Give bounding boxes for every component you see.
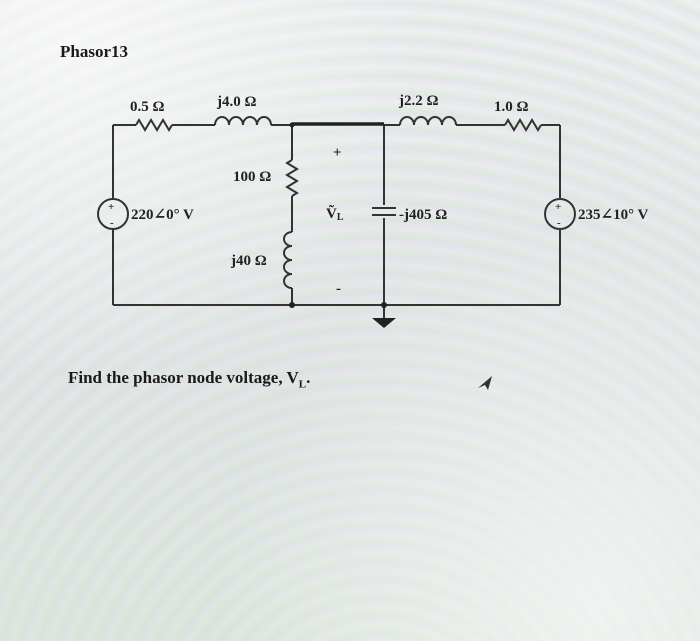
label-j40: j40 Ω (230, 253, 267, 269)
label-source-left: 220∠0° V (131, 207, 194, 223)
inductor-j2-2 (399, 116, 457, 126)
inductor-j40 (283, 231, 293, 289)
label-source-right: 235∠10° V (578, 207, 649, 223)
question-text: Find the phasor node voltage, VL. (68, 368, 310, 390)
page-title: Phasor13 (60, 42, 128, 61)
label-1-0-ohm: 1.0 Ω (494, 99, 529, 115)
resistor-100-ohm (285, 159, 299, 197)
ground-symbol (372, 318, 396, 328)
junction-mid-bottom (289, 302, 295, 308)
label-neg-j405: -j405 Ω (399, 207, 447, 223)
node-voltage-label: ṼL (326, 204, 344, 223)
junction-cap-bottom (381, 302, 387, 308)
node-voltage-sub: L (337, 212, 344, 223)
label-j4: j4.0 Ω (216, 94, 257, 110)
mouse-cursor-icon (478, 376, 492, 390)
source-right-minus: - (557, 217, 561, 229)
resistor-0-5-ohm (135, 118, 173, 132)
source-right-plus: + (555, 201, 561, 213)
resistor-1-0-ohm (504, 118, 542, 132)
label-0-5-ohm: 0.5 Ω (130, 99, 165, 115)
question-prefix: Find the phasor node voltage, V (68, 368, 299, 387)
source-left-plus: + (108, 201, 114, 213)
node-voltage-main: Ṽ (326, 204, 337, 222)
question-suffix: . (306, 368, 311, 387)
label-j2-2: j2.2 Ω (398, 93, 439, 109)
junction-mid-top (289, 122, 295, 128)
source-left-minus: - (110, 217, 114, 229)
inductor-j4 (214, 116, 272, 126)
label-100-ohm: 100 Ω (233, 169, 271, 185)
question-subscript: L (298, 378, 307, 391)
node-minus-sign: - (336, 281, 341, 297)
node-plus-sign: + (333, 145, 342, 161)
